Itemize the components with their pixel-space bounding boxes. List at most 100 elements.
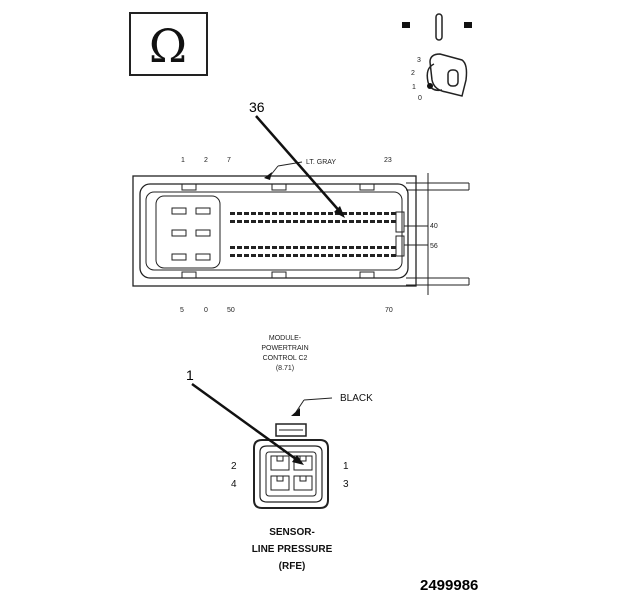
pin-cavity — [370, 254, 375, 257]
pin-cavity — [370, 246, 375, 249]
pin-cavity — [363, 220, 368, 223]
pin-cavity — [300, 254, 305, 257]
svg-text:4: 4 — [231, 479, 237, 490]
pin-cavity — [230, 212, 235, 215]
omega-icon: Ω — [149, 19, 187, 73]
pin-cavity — [251, 246, 256, 249]
pin-cavity — [363, 254, 368, 257]
pin-cavity — [321, 254, 326, 257]
pin-cavity — [307, 254, 312, 257]
sensor-color-label: BLACK — [340, 393, 373, 404]
pin-cavity — [342, 254, 347, 257]
sensor-connector: BLACK 2 4 1 3 — [231, 393, 373, 509]
pin-cavity — [328, 246, 333, 249]
key-switch-icon: 3 2 1 0 — [402, 13, 472, 102]
pin-cavity — [237, 246, 242, 249]
svg-text:(8.71): (8.71) — [276, 365, 294, 372]
svg-text:2: 2 — [231, 461, 237, 472]
svg-text:POWERTRAIN: POWERTRAIN — [261, 345, 308, 352]
pin-cavity — [321, 220, 326, 223]
pin-cavity — [328, 254, 333, 257]
pin-cavity — [377, 246, 382, 249]
pin-cavity — [384, 212, 389, 215]
pin-cavity — [370, 220, 375, 223]
pin-cavity — [342, 220, 347, 223]
svg-text:(RFE): (RFE) — [279, 561, 306, 572]
svg-text:70: 70 — [385, 307, 393, 314]
svg-text:CONTROL C2: CONTROL C2 — [263, 355, 308, 362]
pin-cavity — [349, 212, 354, 215]
svg-text:3: 3 — [343, 479, 349, 490]
pin-cavity — [251, 220, 256, 223]
pin-cavity — [307, 220, 312, 223]
pcm-connector: LT. GRAY 1 2 7 23 5 0 50 70 40 56 — [132, 157, 470, 314]
pin-cavity — [244, 212, 249, 215]
pin-cavity — [230, 220, 235, 223]
pin-cavity — [293, 220, 298, 223]
svg-text:1: 1 — [186, 367, 194, 383]
pin-cavity — [286, 246, 291, 249]
svg-text:3: 3 — [417, 57, 421, 64]
pin-cavity — [265, 220, 270, 223]
pin-cavity — [286, 212, 291, 215]
pin-cavity — [335, 254, 340, 257]
pin-cavity — [293, 246, 298, 249]
pin-cavity — [265, 246, 270, 249]
pin-cavity — [349, 220, 354, 223]
pin-cavity — [279, 246, 284, 249]
pin-cavity — [342, 246, 347, 249]
svg-text:7: 7 — [227, 157, 231, 164]
pin-cavity — [321, 212, 326, 215]
pin-cavity — [272, 246, 277, 249]
pin-cavity — [244, 254, 249, 257]
svg-text:1: 1 — [181, 157, 185, 164]
pin-cavity — [384, 220, 389, 223]
svg-text:SENSOR-: SENSOR- — [269, 527, 315, 538]
pin-cavity — [314, 254, 319, 257]
pin-cavity — [356, 220, 361, 223]
pin-cavity — [377, 212, 382, 215]
pin-cavity — [307, 212, 312, 215]
svg-text:MODULE-: MODULE- — [269, 335, 302, 342]
pin-cavity — [286, 220, 291, 223]
pin-cavity — [377, 220, 382, 223]
pin-cavity — [237, 212, 242, 215]
pin-cavity — [356, 212, 361, 215]
pin-cavity — [314, 220, 319, 223]
pin-cavity — [251, 212, 256, 215]
pin-cavity — [293, 212, 298, 215]
pin-cavity — [349, 254, 354, 257]
pin-cavity — [272, 212, 277, 215]
pin-cavity — [356, 246, 361, 249]
pin-cavity — [328, 212, 333, 215]
pin-cavity — [279, 220, 284, 223]
callout-36: 36 — [249, 99, 345, 218]
svg-text:50: 50 — [227, 307, 235, 314]
pin-cavity — [356, 254, 361, 257]
pin-cavity — [391, 220, 396, 223]
pin-cavity — [258, 246, 263, 249]
module-label: MODULE- POWERTRAIN CONTROL C2 (8.71) — [261, 335, 308, 372]
pin-cavity — [300, 220, 305, 223]
pin-cavity — [230, 254, 235, 257]
figure-number: 2499986 — [420, 577, 478, 594]
pin-cavity — [279, 212, 284, 215]
svg-text:LINE PRESSURE: LINE PRESSURE — [252, 544, 333, 555]
pin-cavity — [265, 212, 270, 215]
pin-cavity — [258, 220, 263, 223]
sensor-caption: SENSOR- LINE PRESSURE (RFE) — [252, 527, 333, 572]
wire-color-label: LT. GRAY — [306, 159, 336, 166]
pin-cavity — [314, 212, 319, 215]
pin-cavity — [335, 220, 340, 223]
pin-cavity — [230, 246, 235, 249]
pin-cavity — [244, 220, 249, 223]
pin-cavity — [237, 220, 242, 223]
pin-cavity — [321, 246, 326, 249]
sensor-cavities — [270, 455, 313, 491]
svg-text:2: 2 — [411, 70, 415, 77]
pin-cavity — [258, 212, 263, 215]
svg-text:0: 0 — [204, 307, 208, 314]
svg-text:56: 56 — [430, 243, 438, 250]
pin-cavity — [279, 254, 284, 257]
